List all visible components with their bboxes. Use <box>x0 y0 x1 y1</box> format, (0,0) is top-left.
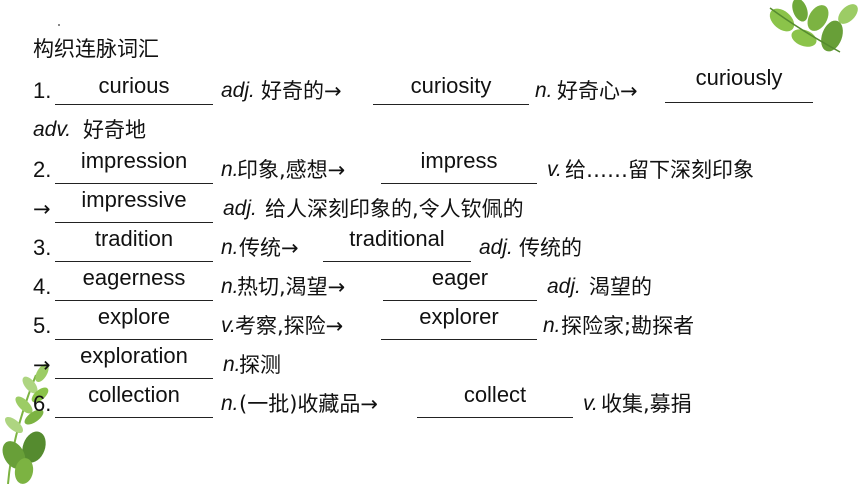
definition-text: 渴望的 <box>589 275 652 299</box>
definition-text: 收集,募捐 <box>601 392 692 416</box>
pos-label: v. <box>221 314 236 337</box>
item-number: 3. <box>33 235 52 260</box>
pos-label: v. <box>547 158 562 181</box>
pos-label: adj. <box>547 275 581 298</box>
answer-word: tradition <box>94 226 174 251</box>
pos-label: n. <box>543 314 561 337</box>
definition-text: (一批)收藏品→ <box>239 392 378 416</box>
page-title: 构织连脉词汇 <box>33 37 159 61</box>
pos-label: v. <box>583 392 598 415</box>
answer-blank: traditional <box>323 226 471 262</box>
item-number: 2. <box>33 157 52 182</box>
answer-blank: impression <box>55 148 213 184</box>
answer-word: collect <box>463 382 527 407</box>
leaves-bottom-left-icon <box>2 363 49 484</box>
item-number: 5. <box>33 313 52 338</box>
definition-text: 好奇的→ <box>261 79 342 103</box>
answer-word: eagerness <box>82 265 186 290</box>
answer-word: collection <box>88 382 180 407</box>
answer-blank: tradition <box>55 226 213 262</box>
answer-word: curiously <box>695 65 783 90</box>
answer-word: explore <box>97 304 171 329</box>
definition-text: 考察,探险→ <box>235 314 344 338</box>
answer-blank: collection <box>55 382 213 418</box>
pos-label: n. <box>223 353 241 376</box>
definition-text: 传统的 <box>519 236 582 260</box>
dot-mark <box>58 24 60 26</box>
definition-text: 探测 <box>239 353 281 377</box>
answer-blank: curiously <box>665 65 813 103</box>
arrow-text: → <box>33 197 51 221</box>
definition-text: 热切,渴望→ <box>237 275 346 299</box>
definition-text: 探险家;勘探者 <box>561 314 695 338</box>
item-number: 6. <box>33 391 52 416</box>
answer-word: curiosity <box>410 73 492 98</box>
pos-label: adj. <box>479 236 513 259</box>
answer-word: explorer <box>419 304 499 329</box>
definition-text: 给……留下深刻印象 <box>565 158 754 182</box>
definition-text: 好奇地 <box>83 118 146 142</box>
item-number: 1. <box>33 78 52 103</box>
answer-blank: eagerness <box>55 265 213 301</box>
pos-label: n. <box>221 158 239 181</box>
pos-label: adj. <box>221 79 255 102</box>
leaves-top-right-icon <box>769 0 858 53</box>
answer-blank: explorer <box>381 304 537 340</box>
pos-label: n. <box>221 236 239 259</box>
pos-label: n. <box>221 275 239 298</box>
answer-blank: explore <box>55 304 213 340</box>
definition-text: 好奇心→ <box>557 79 638 103</box>
definition-text: 印象,感想→ <box>237 158 346 182</box>
answer-blank: collect <box>417 382 573 418</box>
pos-label: adj. <box>223 197 257 220</box>
answer-blank: eager <box>383 265 537 301</box>
answer-blank: curious <box>55 73 213 105</box>
pos-label: adv. <box>33 118 72 141</box>
answer-word: curious <box>98 73 170 98</box>
answer-blank: impress <box>381 148 537 184</box>
answer-word: exploration <box>80 343 188 368</box>
answer-word: impression <box>80 148 188 173</box>
arrow-text: → <box>33 353 51 377</box>
answer-blank: exploration <box>55 343 213 379</box>
answer-word: eager <box>431 265 489 290</box>
item-number: 4. <box>33 274 52 299</box>
definition-text: 给人深刻印象的,令人钦佩的 <box>265 197 524 221</box>
definition-text: 传统→ <box>239 236 299 260</box>
answer-blank: impressive <box>55 187 213 223</box>
pos-label: n. <box>221 392 239 415</box>
answer-word: impress <box>420 148 498 173</box>
pos-label: n. <box>535 79 553 102</box>
answer-blank: curiosity <box>373 73 529 105</box>
answer-word: impressive <box>81 187 187 212</box>
answer-word: traditional <box>349 226 445 251</box>
